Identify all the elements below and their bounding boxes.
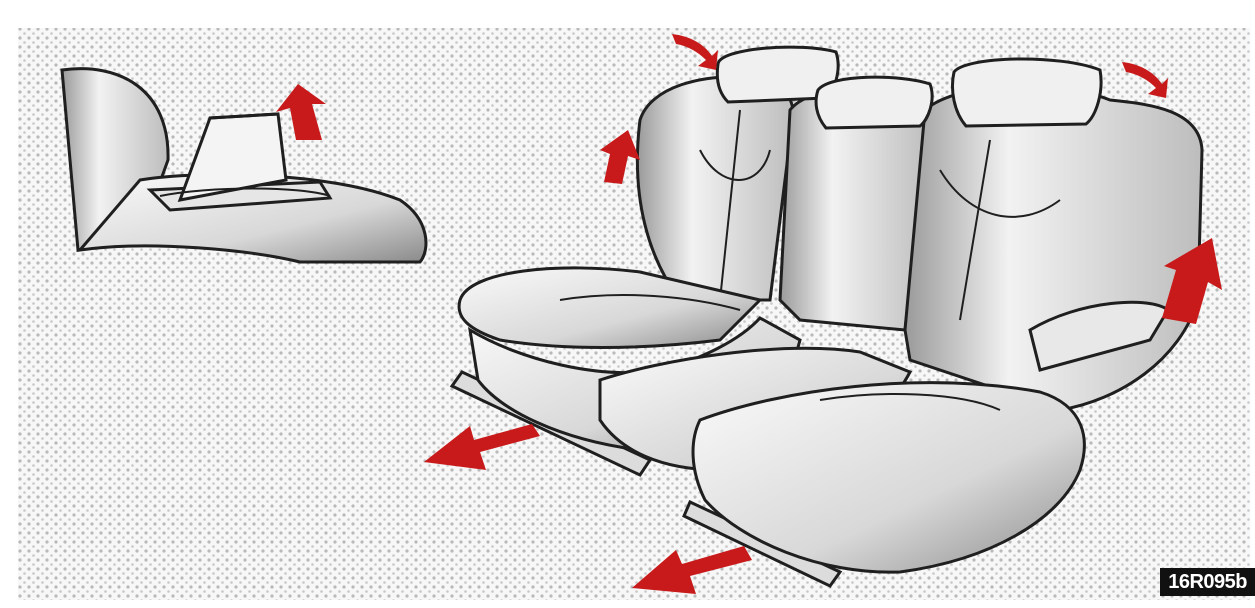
figure-code-label: 16R095b <box>1160 568 1255 596</box>
